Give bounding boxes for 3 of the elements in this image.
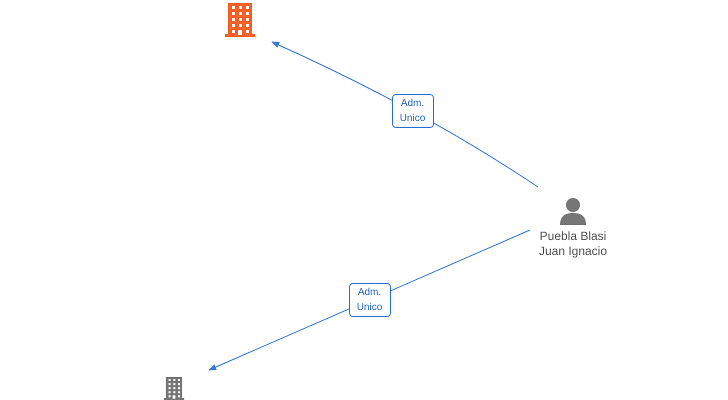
person-name: Puebla Blasi Juan Ignacio [538, 229, 608, 259]
edge-label: Adm. Unico [348, 283, 390, 317]
edge-label: Adm. Unico [392, 94, 434, 128]
